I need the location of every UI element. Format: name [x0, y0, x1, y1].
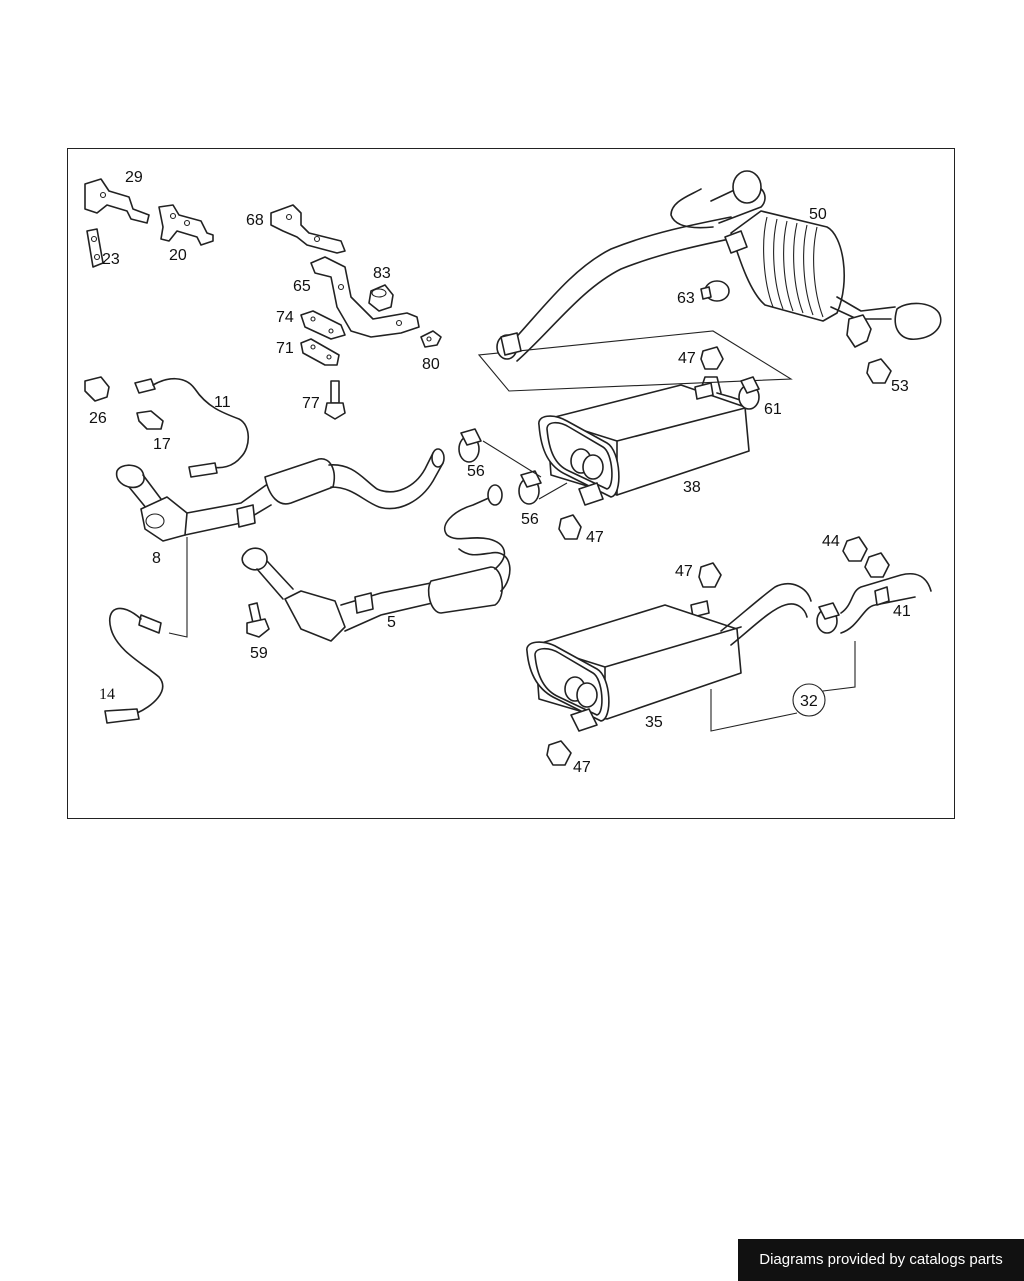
part-71-plate	[300, 338, 340, 366]
callout-14: 14	[99, 686, 115, 703]
callout-53: 53	[891, 378, 909, 395]
part-65-hanger	[310, 256, 420, 338]
callout-23: 23	[102, 251, 120, 268]
assembly-outline-38-50	[477, 330, 793, 392]
part-47-mount-d	[546, 740, 572, 766]
callout-47-d: 47	[573, 759, 591, 776]
callout-47-c: 47	[675, 563, 693, 580]
callout-38: 38	[683, 479, 701, 496]
callout-80: 80	[422, 356, 440, 373]
callout-59: 59	[250, 645, 268, 662]
callout-47-b: 47	[586, 529, 604, 546]
callout-83: 83	[373, 265, 391, 282]
part-41-tailpipe	[816, 573, 932, 634]
part-61-clamp	[738, 376, 760, 410]
callout-35: 35	[645, 714, 663, 731]
callout-11: 11	[214, 394, 231, 411]
part-74-plate	[300, 310, 346, 340]
callout-44: 44	[822, 533, 840, 550]
part-83-rubber-mount	[368, 284, 394, 312]
callout-56-lower: 56	[521, 511, 539, 528]
leader-lines-56	[482, 440, 568, 500]
part-59-bolt	[246, 602, 270, 638]
callout-41: 41	[893, 603, 911, 620]
part-77-bolt	[324, 380, 346, 420]
part-47-mount-c	[690, 562, 722, 618]
part-14-oxygen-sensor	[104, 537, 188, 724]
callout-63: 63	[677, 290, 695, 307]
part-20-bracket	[158, 204, 214, 246]
part-63-clamp	[700, 280, 730, 302]
callout-68: 68	[246, 212, 264, 229]
part-68-bracket	[270, 204, 346, 254]
callout-47-a: 47	[678, 350, 696, 367]
callout-32-circle	[792, 683, 826, 717]
callout-50: 50	[809, 206, 827, 223]
callout-32: 32	[800, 693, 818, 710]
callout-8: 8	[152, 550, 161, 567]
callout-20: 20	[169, 247, 187, 264]
callout-61: 61	[764, 401, 782, 418]
part-50-rear-muffler	[496, 170, 942, 362]
diagram-drawing: 29 23 20 68 65 83 74 71 80 77 26 17 11 8…	[84, 169, 942, 776]
part-53-rubber-mount	[866, 358, 892, 384]
part-47-mount-b	[558, 514, 582, 540]
part-38-center-muffler	[538, 376, 750, 506]
callout-5: 5	[387, 614, 396, 631]
callout-74: 74	[276, 309, 294, 326]
exhaust-system-diagram: 29 23 20 68 65 83 74 71 80 77 26 17 11 8…	[67, 148, 955, 819]
callout-56-upper: 56	[467, 463, 485, 480]
part-80-clip	[420, 330, 442, 348]
part-35-rear-center-muffler	[526, 583, 812, 732]
part-11-oxygen-sensor	[134, 377, 250, 478]
part-29-bracket	[84, 178, 150, 224]
part-5-front-pipe-with-catalyst	[241, 484, 511, 642]
callout-26: 26	[89, 410, 107, 427]
callout-17: 17	[153, 436, 171, 453]
part-17-clip	[136, 410, 164, 430]
part-56-clamp-lower	[518, 470, 542, 505]
part-44-mounts	[842, 536, 890, 578]
part-56-clamp-upper	[458, 428, 482, 463]
callout-71: 71	[276, 340, 294, 357]
part-47-mount-a	[694, 346, 724, 400]
callout-29: 29	[125, 169, 143, 186]
part-23-plate	[86, 228, 104, 268]
callout-65: 65	[293, 278, 311, 295]
part-8-front-pipe-with-catalyst	[115, 448, 445, 542]
leader-lines-32	[710, 641, 856, 732]
part-26-clip	[84, 376, 110, 402]
footer-credit: Diagrams provided by catalogs parts	[738, 1239, 1024, 1281]
callout-77: 77	[302, 395, 320, 412]
